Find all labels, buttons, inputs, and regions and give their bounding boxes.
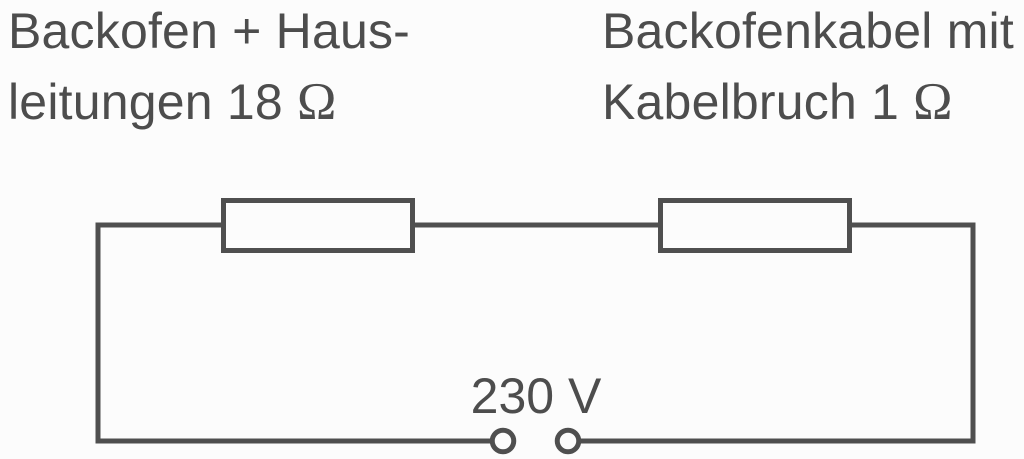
voltage-terminal-left: [489, 427, 517, 455]
resistor-left-symbol: [221, 198, 415, 253]
resistor-right-symbol: [658, 198, 852, 253]
right-resistor-label-line2: Kabelbruch 1 Ω: [602, 73, 953, 131]
right-resistor-label-line1: Backofenkabel mit: [602, 3, 1014, 59]
left-resistor-label-line1: Backofen + Haus-: [8, 3, 411, 59]
left-resistor-label: Backofen + Haus- leitungen 18 Ω: [8, 0, 410, 138]
left-resistor-label-line2: leitungen 18 Ω: [8, 73, 337, 131]
right-resistor-label: Backofenkabel mit Kabelbruch 1 Ω: [602, 0, 1014, 138]
circuit-wire: [95, 222, 976, 444]
voltage-terminal-right: [554, 427, 582, 455]
voltage-source-label: 230 V: [470, 368, 602, 424]
